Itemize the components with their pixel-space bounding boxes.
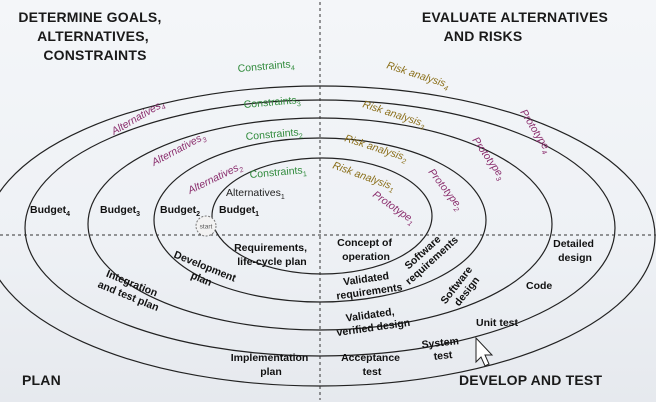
risk-analysis-2-label: Risk analysis2 — [342, 132, 408, 165]
code-label: Code — [526, 280, 552, 292]
constraints-3-label: Constraints3 — [243, 94, 301, 113]
requirements-plan-label: Requirements, life-cycle plan — [234, 242, 310, 268]
integration-test-plan-label: Integration and test plan — [96, 267, 165, 314]
acceptance-test-label: Acceptance test — [341, 352, 403, 378]
implementation-plan-label: Implementation plan — [231, 352, 312, 378]
unit-test-label: Unit test — [476, 317, 519, 329]
software-requirements-label: Software requirements — [395, 225, 461, 287]
constraints-2-label: Constraints2 — [245, 126, 303, 145]
quadrant-title-bottom-right: DEVELOP AND TEST — [459, 372, 602, 388]
budget-2-label: Budget2 — [160, 204, 200, 218]
spiral-ring-0 — [211, 157, 433, 275]
concept-of-operation-label: Concept of operation — [337, 237, 395, 263]
detailed-design-label: Detailed design — [553, 238, 597, 264]
prototype-3-label: Prototype3 — [468, 135, 508, 183]
risk-analysis-1-label: Risk analysis1 — [330, 160, 396, 195]
spiral-rings — [0, 85, 656, 387]
prototype-1-label: Prototype1 — [369, 189, 417, 229]
system-test-label: System test — [421, 335, 464, 364]
quadrant-title-bottom-left: PLAN — [22, 372, 61, 388]
quadrant-title-top-right: EVALUATE ALTERNATIVES AND RISKS — [422, 9, 612, 44]
alternatives-4-label: Alternatives4 — [109, 98, 168, 140]
validated-requirements-label: Validated requirements — [334, 268, 404, 302]
start-label: start — [200, 224, 213, 231]
budget-1-label: Budget1 — [219, 204, 259, 218]
development-plan-label: Development plan — [167, 249, 240, 298]
validated-design-label: Validated, verified design — [334, 304, 411, 339]
spiral-ring-4 — [0, 85, 656, 387]
budget-3-label: Budget3 — [100, 204, 140, 218]
prototype-4-label: Prototype4 — [516, 107, 554, 156]
quadrant-title-top-left: DETERMINE GOALS, ALTERNATIVES, CONSTRAIN… — [18, 9, 165, 63]
risk-analysis-4-label: Risk analysis4 — [384, 59, 450, 92]
start-marker: start — [195, 215, 217, 237]
constraints-1-label: Constraints1 — [249, 164, 307, 183]
software-design-label: Software design — [438, 262, 486, 314]
mouse-cursor-icon — [475, 336, 494, 367]
budget-4-label: Budget4 — [30, 204, 70, 218]
alternatives-3-label: Alternatives3 — [149, 130, 208, 170]
constraints-4-label: Constraints4 — [237, 58, 295, 77]
alternatives-1-label: Alternatives1 — [226, 187, 285, 201]
